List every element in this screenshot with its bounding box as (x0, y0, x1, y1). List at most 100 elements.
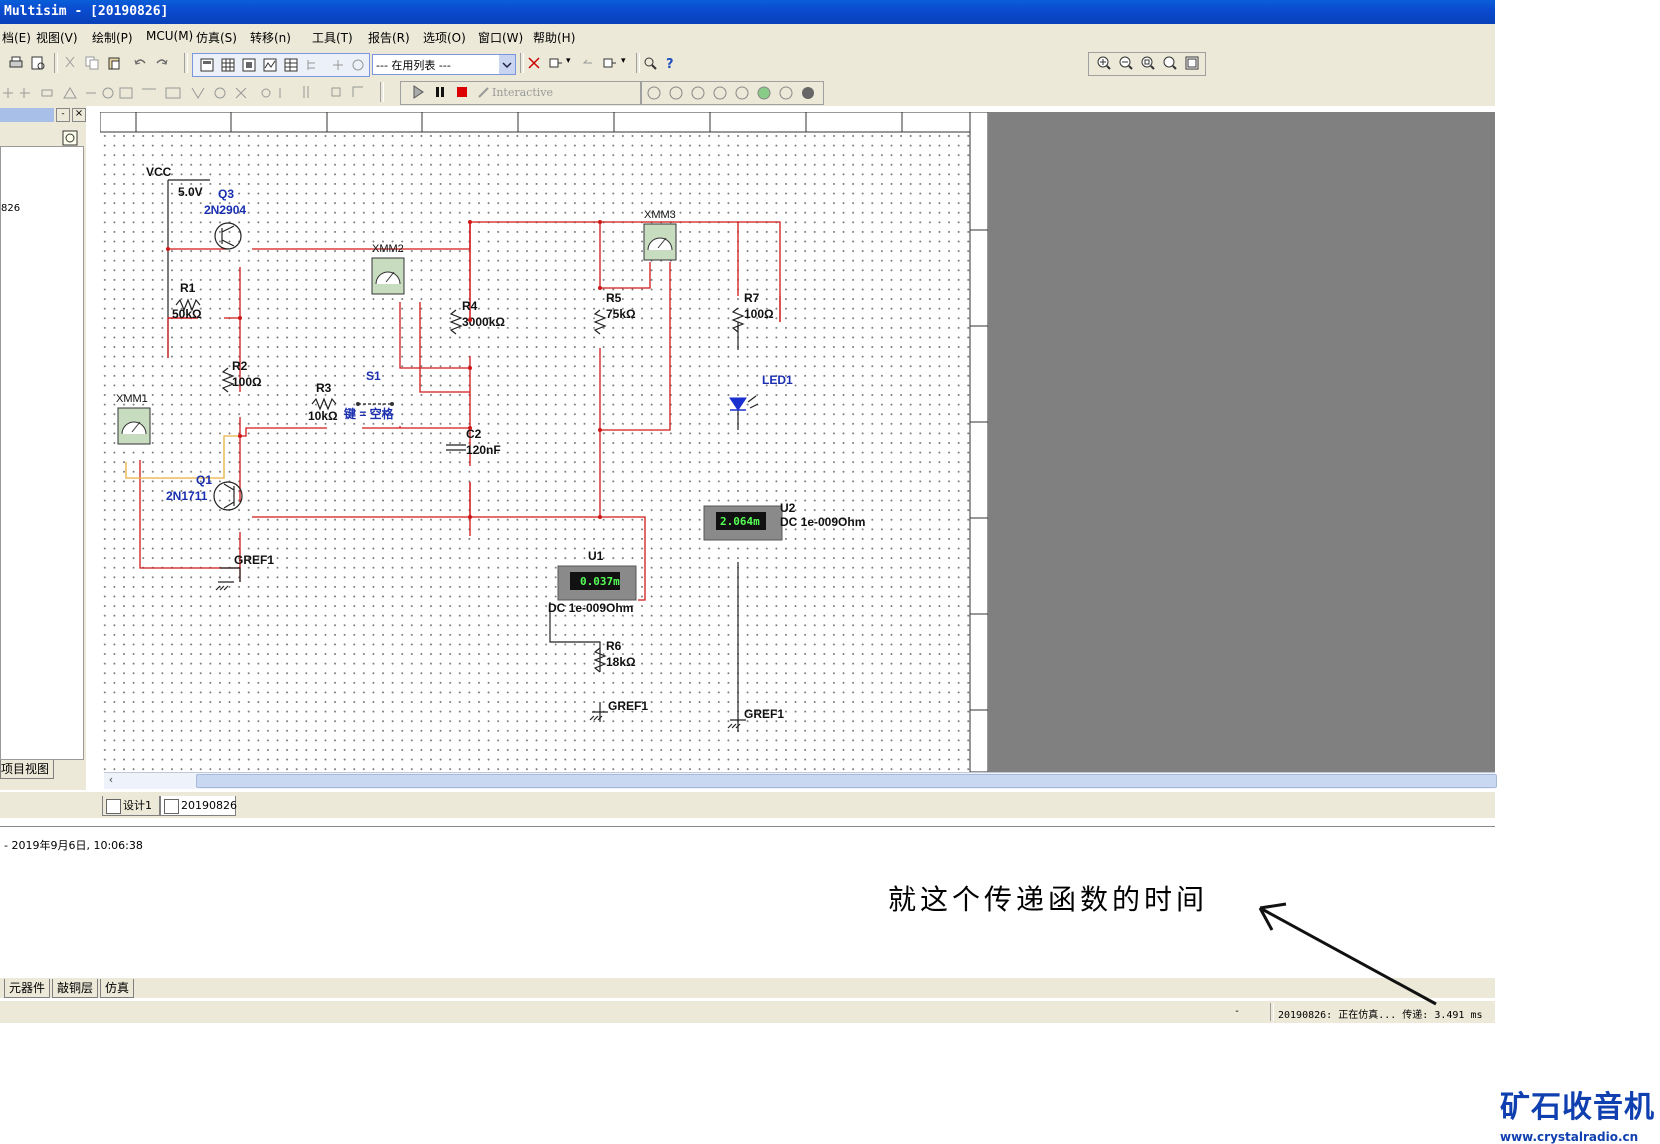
resistor-r7-symbol[interactable] (731, 307, 745, 333)
r6-value: 18kΩ (606, 655, 636, 669)
grapher-icon[interactable] (262, 57, 278, 73)
menu-window[interactable]: 窗口(W) (478, 31, 524, 45)
schematic-canvas[interactable]: VCC 5.0V Q3 2N2904 R1 50kΩ R2 100Ω R3 10… (100, 112, 988, 772)
print-icon[interactable] (8, 55, 24, 71)
hierarchy-icon[interactable] (304, 57, 320, 73)
u1-name: U1 (588, 549, 604, 563)
menu-file[interactable]: 档(E) (2, 31, 31, 45)
s1-key[interactable]: 键 = 空格 (343, 406, 395, 421)
annotate-icon[interactable] (350, 57, 366, 73)
ground-label-q1: GREF1 (234, 553, 274, 567)
led1-symbol[interactable] (729, 397, 747, 411)
zoom-out-icon[interactable] (1118, 55, 1134, 71)
tab-components[interactable]: 元器件 (4, 979, 51, 998)
zoom-area-icon[interactable] (1140, 55, 1156, 71)
ground-label-r7: GREF1 (744, 707, 784, 721)
in-use-list-value: --- 在用列表 --- (376, 59, 451, 72)
resistor-r1-symbol[interactable] (175, 298, 201, 312)
menu-bar: 档(E) 视图(V) 绘制(P) MCU(M) 仿真(S) 转移(n) 工具(T… (0, 24, 1495, 48)
back-annotate-icon[interactable] (580, 55, 596, 71)
run-icon[interactable] (410, 84, 426, 100)
probe-icon[interactable] (476, 84, 492, 100)
menu-options[interactable]: 选项(O) (423, 31, 466, 45)
help-icon[interactable]: ? (662, 55, 678, 71)
r5-name: R5 (606, 291, 622, 305)
component-edit-icon[interactable] (330, 57, 346, 73)
interactive-mode-label[interactable]: Interactive (492, 86, 553, 99)
menu-place[interactable]: 绘制(P) (92, 31, 133, 45)
transistor-q1-symbol[interactable] (213, 481, 243, 511)
resistor-r4-symbol[interactable] (449, 309, 463, 335)
zoom-fullscreen-icon[interactable] (1184, 55, 1200, 71)
u2-name: U2 (780, 501, 796, 515)
tab-20190826[interactable]: 20190826 (160, 796, 237, 816)
tab-copper-layers[interactable]: 敲铜层 (52, 979, 99, 998)
main-toolbar: --- 在用列表 --- ▾ ▾ ? (0, 48, 1495, 78)
q3-name: Q3 (218, 187, 234, 201)
window-title: Multisim - [20190826] (4, 4, 169, 19)
menu-view[interactable]: 视图(V) (36, 31, 78, 45)
resistor-r2-symbol[interactable] (221, 367, 235, 393)
tab-simulation[interactable]: 仿真 (100, 979, 135, 998)
xmm3-label: XMM3 (644, 209, 676, 221)
status-bar: - 20190826: 正在仿真... 传递: 3.491 ms (0, 1000, 1495, 1023)
transistor-q3-symbol[interactable] (214, 222, 242, 250)
paste-icon[interactable] (106, 55, 122, 71)
menu-tools[interactable]: 工具(T) (312, 31, 353, 45)
ground-symbol (215, 567, 241, 591)
q1-name: Q1 (196, 473, 212, 487)
cut-icon[interactable] (62, 55, 78, 71)
r7-name: R7 (744, 291, 760, 305)
resistor-r6-symbol[interactable] (593, 647, 607, 673)
find-icon[interactable] (642, 55, 658, 71)
capacitor-c2-symbol[interactable] (446, 444, 466, 451)
r3-name: R3 (316, 381, 332, 395)
close-panel-icon[interactable]: × (72, 108, 86, 122)
menu-reports[interactable]: 报告(R) (368, 31, 410, 45)
hierarchical-block-icon[interactable] (330, 84, 346, 100)
copy-icon[interactable] (84, 55, 100, 71)
chevron-down-icon[interactable] (499, 55, 515, 74)
toggle-fullscreen-icon[interactable] (199, 57, 215, 73)
menu-simulate[interactable]: 仿真(S) (196, 31, 237, 45)
u1-mode: DC 1e-009Ohm (548, 601, 633, 615)
zoom-fit-icon[interactable] (1162, 55, 1178, 71)
tab-design1[interactable]: 设计1 (102, 796, 160, 816)
connector-icon[interactable] (350, 84, 366, 100)
menu-help[interactable]: 帮助(H) (533, 31, 576, 45)
zoom-toolbar (1088, 52, 1206, 76)
tab-project-view[interactable]: 项目视图 (0, 760, 54, 779)
scrollbar-thumb[interactable] (196, 774, 1497, 788)
print-preview-icon[interactable] (30, 55, 46, 71)
transfer-icon[interactable] (548, 55, 564, 71)
redo-icon[interactable] (154, 55, 170, 71)
component-icons-strip[interactable] (0, 84, 300, 102)
pause-icon[interactable] (432, 84, 448, 100)
probe-icons-strip[interactable] (646, 84, 816, 102)
refresh-icon[interactable] (62, 130, 78, 146)
erc-icon[interactable] (526, 55, 542, 71)
scroll-left-icon[interactable]: ‹ (108, 773, 114, 786)
spreadsheet-icon[interactable] (283, 57, 299, 73)
grid-icon[interactable] (220, 57, 236, 73)
bus-icon[interactable] (300, 84, 316, 100)
minimize-panel-button[interactable]: - (56, 108, 70, 122)
resistor-r3-symbol[interactable] (311, 397, 337, 411)
component-toolbar: Interactive (0, 78, 1495, 106)
zoom-in-icon[interactable] (1096, 55, 1112, 71)
design-tree[interactable]: 826 (0, 146, 84, 760)
r2-name: R2 (232, 359, 248, 373)
undo-icon[interactable] (132, 55, 148, 71)
watermark-title: 矿石收音机 (1500, 1090, 1655, 1125)
q3-model: 2N2904 (204, 203, 246, 217)
menu-transfer[interactable]: 转移(n) (250, 31, 291, 45)
u2-mode: DC 1e-009Ohm (780, 515, 865, 529)
menu-mcu[interactable]: MCU(M) (146, 29, 194, 43)
tree-item-design[interactable]: 826 (1, 203, 21, 214)
breadboard-icon[interactable] (241, 57, 257, 73)
in-use-list-dropdown[interactable]: --- 在用列表 --- (372, 54, 516, 75)
xmm2-label: XMM2 (372, 243, 404, 255)
forward-annotate-icon[interactable] (602, 55, 618, 71)
resistor-r5-symbol[interactable] (593, 309, 607, 335)
stop-icon[interactable] (454, 84, 470, 100)
